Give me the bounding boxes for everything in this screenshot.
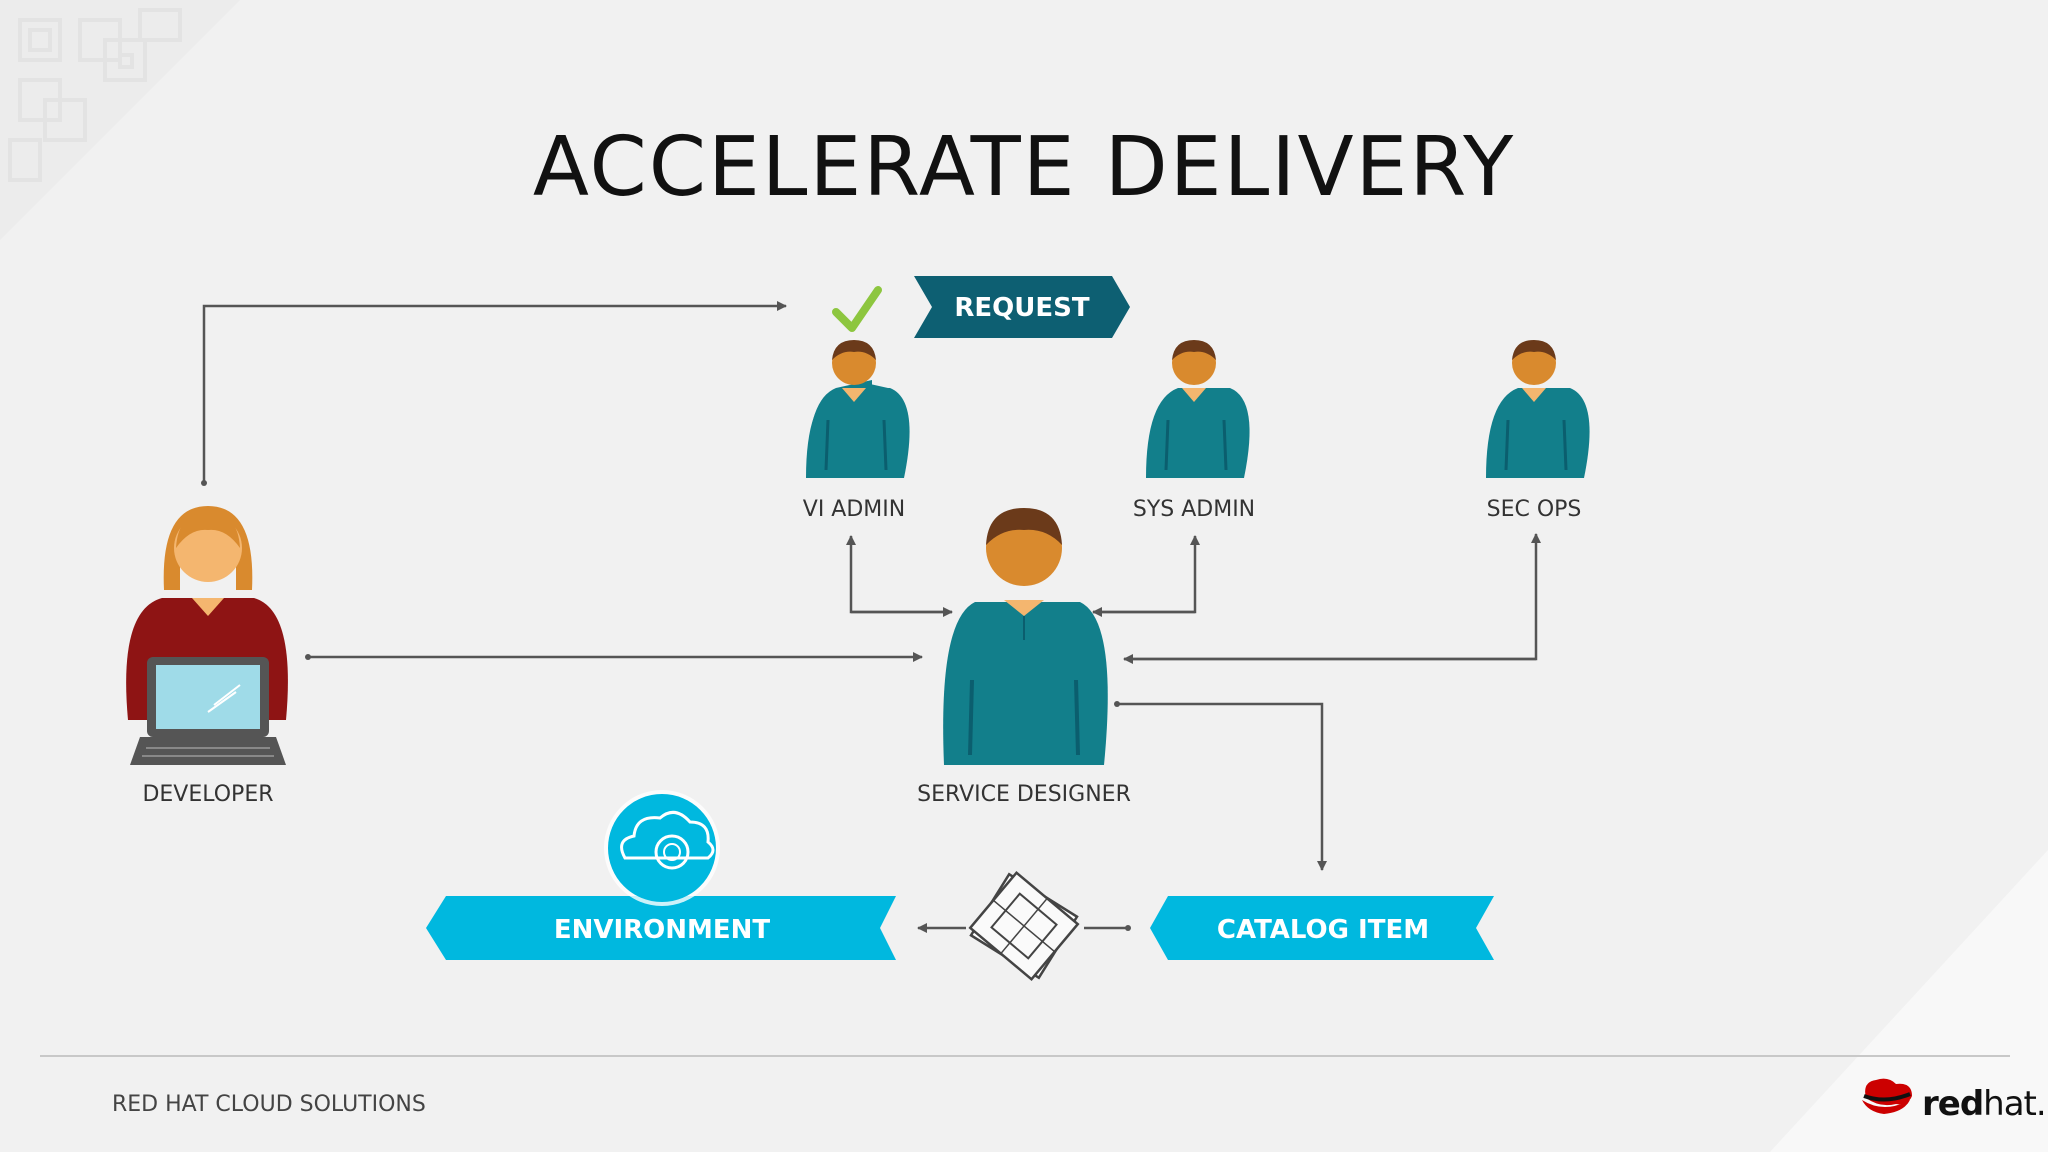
blueprint-icon — [968, 870, 1080, 982]
environment-ribbon: ENVIRONMENT — [426, 896, 896, 960]
sec-ops-label: SEC OPS — [1486, 497, 1582, 522]
connectors — [201, 301, 1541, 933]
redhat-logo — [1862, 1078, 1912, 1114]
developer-figure — [126, 506, 288, 765]
request-label: REQUEST — [954, 293, 1089, 323]
sec-ops-figure — [1486, 340, 1590, 478]
redhat-wordmark: redhat. — [1922, 1084, 2047, 1124]
corner-pattern — [0, 0, 240, 240]
secops-to-designer-arrow — [1124, 536, 1538, 661]
designer-to-catalog-arrow — [1117, 702, 1327, 871]
service-designer-label: SERVICE DESIGNER — [917, 782, 1131, 807]
vi-admin-label: VI ADMIN — [802, 497, 906, 522]
catalog-item-ribbon: CATALOG ITEM — [1150, 896, 1494, 960]
page-title: ACCELERATE DELIVERY — [532, 120, 1516, 215]
developer-label: DEVELOPER — [142, 782, 274, 807]
brand-bold: red — [1922, 1084, 1984, 1124]
request-ribbon: REQUEST — [914, 276, 1130, 338]
check-icon — [832, 286, 882, 332]
footer-text: RED HAT CLOUD SOLUTIONS — [112, 1092, 426, 1117]
vi-admin-figure — [806, 340, 910, 478]
cloud-icon — [604, 790, 720, 906]
service-designer-figure — [943, 508, 1108, 765]
developer-to-request-arrow — [202, 301, 787, 483]
sys-admin-label: SYS ADMIN — [1132, 497, 1256, 522]
designer-to-viadmin-arrow — [846, 535, 952, 614]
catalog-item-label: CATALOG ITEM — [1217, 915, 1429, 945]
brand-light: hat. — [1983, 1084, 2047, 1124]
corner-shade — [1770, 850, 2048, 1152]
sys-admin-figure — [1146, 340, 1250, 478]
environment-label: ENVIRONMENT — [554, 915, 771, 945]
designer-to-sysadmin-arrow — [1093, 535, 1200, 614]
